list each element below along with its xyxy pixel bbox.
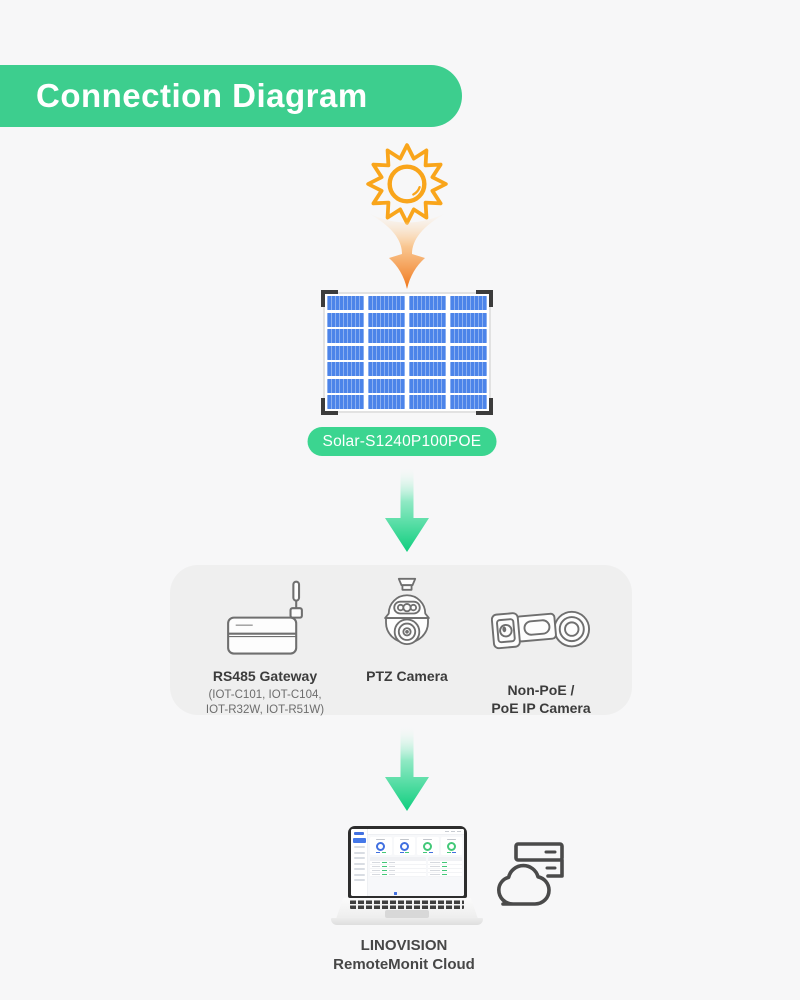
cloud-product-label: RemoteMonit Cloud	[333, 956, 475, 973]
ptz-camera-icon	[342, 575, 472, 661]
device-rs485-gateway: RS485 Gateway (IOT-C101, IOT-C104, IOT-R…	[180, 575, 350, 718]
donut-chart	[376, 841, 386, 851]
device-models-line1: (IOT-C101, IOT-C104,	[208, 689, 322, 701]
panel-corner-bracket	[321, 398, 338, 415]
donut-chart	[423, 841, 433, 851]
panel-corner-bracket	[476, 398, 493, 415]
page-title: Connection Diagram	[36, 77, 368, 114]
dashboard-list	[428, 856, 462, 878]
donut-chart	[399, 841, 409, 851]
dashboard-topbar	[368, 829, 464, 835]
solar-model-badge: Solar-S1240P100POE	[307, 427, 497, 456]
dashboard-table	[370, 856, 426, 878]
laptop-dashboard-icon	[348, 826, 467, 898]
bullet-camera-icon	[456, 575, 626, 675]
device-name: PTZ Camera	[366, 668, 448, 684]
cloud-server-icon	[486, 842, 566, 906]
pagination-dot	[394, 892, 397, 895]
device-name-line2: PoE IP Camera	[491, 700, 591, 716]
sun-icon	[365, 142, 449, 226]
device-name-line1: Non-PoE /	[507, 682, 575, 698]
device-models-line2: IOT-R32W, IOT-R51W)	[205, 704, 325, 716]
dashboard-sidebar	[351, 829, 368, 896]
device-bullet-camera: Non-PoE / PoE IP Camera	[456, 575, 626, 717]
solar-model-label: Solar-S1240P100POE	[322, 432, 482, 450]
rs485-gateway-icon	[180, 575, 350, 661]
panel-corner-bracket	[476, 290, 493, 307]
solar-panel-icon	[321, 290, 493, 415]
dashboard-screen	[351, 829, 464, 896]
down-arrow-icon	[384, 468, 430, 552]
laptop-base	[331, 918, 483, 925]
device-ptz-camera: PTZ Camera	[342, 575, 472, 685]
donut-chart	[446, 841, 456, 851]
laptop-trackpad	[385, 909, 429, 918]
panel-corner-bracket	[321, 290, 338, 307]
header-banner: Connection Diagram	[0, 65, 462, 127]
down-arrow-icon	[384, 727, 430, 811]
device-name: RS485 Gateway	[212, 668, 318, 684]
sunlight-arrow-icon	[362, 212, 452, 290]
laptop-keyboard	[336, 898, 478, 919]
cloud-brand-label: LINOVISION	[360, 937, 448, 954]
powered-devices-panel: RS485 Gateway (IOT-C101, IOT-C104, IOT-R…	[170, 565, 632, 718]
